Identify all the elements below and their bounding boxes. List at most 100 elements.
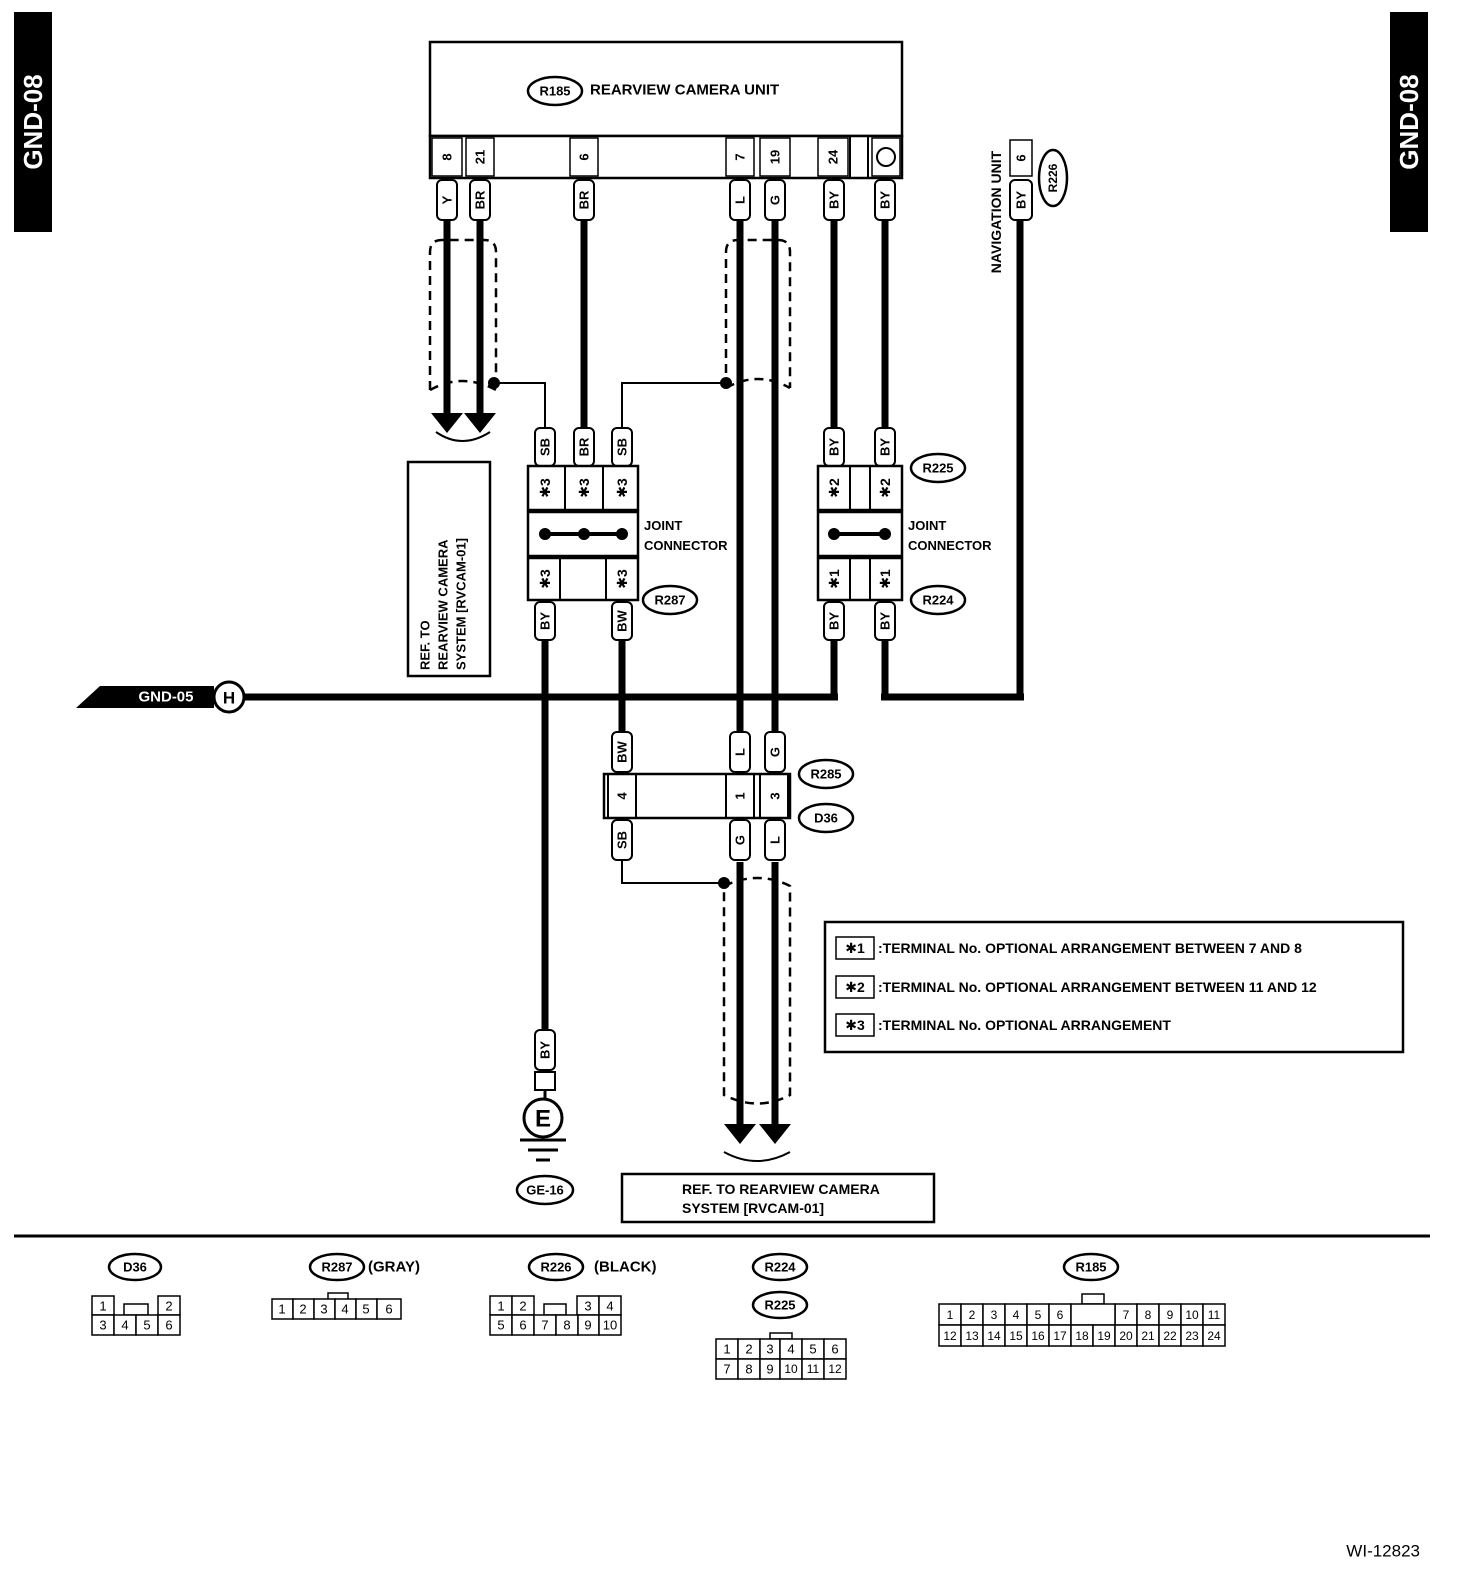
svg-text:L: L [733,196,748,204]
svg-text:✱2: ✱2 [845,979,865,995]
r185-cell-label: 9 [1167,1308,1174,1322]
svg-text:4: 4 [341,1302,348,1317]
svg-text:GND-05: GND-05 [138,689,193,706]
svg-text:3: 3 [768,792,783,799]
shield-top-left [428,238,498,442]
svg-text:SYSTEM [RVCAM-01]: SYSTEM [RVCAM-01] [682,1200,824,1216]
svg-text:8: 8 [563,1318,570,1333]
svg-text:BR: BR [577,437,592,456]
joint-connector-right: BY BY R225 ✱2 ✱2 ✱1 ✱1 JOINT CONNECTOR R… [816,427,992,641]
connector-view-r224-r225: R224 R225 1 2 3 4 5 6 7 8 9 10 11 12 [715,1252,847,1380]
notes-legend: ✱1 :TERMINAL No. OPTIONAL ARRANGEMENT BE… [823,920,1405,1054]
svg-text:✱1: ✱1 [877,569,893,589]
svg-text:BY: BY [878,612,893,630]
svg-text:7: 7 [541,1318,548,1333]
svg-text:(GRAY): (GRAY) [368,1259,420,1276]
svg-text:1: 1 [733,792,748,799]
svg-text:10: 10 [603,1318,617,1333]
svg-text:10: 10 [784,1362,798,1376]
svg-text:R287: R287 [654,593,685,608]
svg-text:R224: R224 [764,1260,796,1275]
svg-text:✱2: ✱2 [877,478,893,498]
r185-cell-label: 20 [1119,1329,1133,1343]
drain-lines [488,377,732,889]
svg-text:BW: BW [615,609,630,631]
r185-cell-label: 12 [943,1329,957,1343]
svg-text:✱3: ✱3 [537,569,553,589]
camera-unit-title: REARVIEW CAMERA UNIT [590,82,779,99]
svg-text:GND-08: GND-08 [18,74,48,169]
r185-cell-label: 19 [1097,1329,1111,1343]
r185-cell-label: 22 [1163,1329,1177,1343]
svg-text:D36: D36 [814,811,838,826]
svg-text:2: 2 [165,1299,172,1314]
svg-text:REARVIEW CAMERA: REARVIEW CAMERA [436,539,451,670]
svg-text:✱3: ✱3 [576,478,592,498]
svg-text:R225: R225 [922,461,953,476]
r185-cell-label: 4 [1013,1308,1020,1322]
svg-text:2: 2 [745,1342,752,1357]
svg-text:5: 5 [497,1318,504,1333]
svg-text:R226: R226 [540,1260,571,1275]
svg-text:✱3: ✱3 [614,478,630,498]
svg-text:6: 6 [831,1342,838,1357]
svg-text:SB: SB [538,438,553,456]
wires [244,220,1024,1125]
r185-cell-label: 17 [1053,1329,1067,1343]
svg-text:Y: Y [440,195,455,204]
svg-text:4: 4 [606,1299,613,1314]
r185-cell-label: 1 [947,1308,954,1322]
svg-text:R226: R226 [1046,163,1060,192]
svg-text:BW: BW [615,740,630,762]
shield-top-right [724,238,792,390]
svg-text:9: 9 [766,1362,773,1377]
r185-cell-label: 24 [1207,1329,1221,1343]
svg-text:24: 24 [826,149,841,164]
svg-text:BY: BY [538,612,553,630]
gnd-05-reference: GND-05 H [76,680,246,714]
svg-text:✱1: ✱1 [826,569,842,589]
r185-cell-label: 14 [987,1329,1001,1343]
svg-text:(BLACK): (BLACK) [594,1259,656,1276]
svg-text:3: 3 [766,1342,773,1357]
svg-text:21: 21 [473,150,488,164]
svg-text:R287: R287 [321,1260,352,1275]
svg-text:8: 8 [745,1362,752,1377]
svg-text:✱3: ✱3 [537,478,553,498]
connector-view-r287: R287 (GRAY) 1 2 3 4 5 6 [271,1252,420,1320]
svg-text:D36: D36 [123,1260,147,1275]
svg-text:CONNECTOR: CONNECTOR [908,538,992,553]
svg-text:JOINT: JOINT [908,518,946,533]
svg-text:BR: BR [473,190,488,209]
svg-text:1: 1 [278,1302,285,1317]
svg-text:1: 1 [99,1299,106,1314]
svg-text:7: 7 [733,153,748,160]
svg-text:4: 4 [121,1318,128,1333]
svg-text:GND-08: GND-08 [1394,74,1424,169]
camera-pin-numbers: 8 21 6 7 19 24 [440,149,841,164]
svg-text:2: 2 [519,1299,526,1314]
svg-text:✱1: ✱1 [845,940,865,956]
wire-color-tags: Y BR BR L G BY BY [436,179,896,221]
svg-text:✱3: ✱3 [614,569,630,589]
svg-text:6: 6 [1014,154,1029,161]
r185-cell-label: 16 [1031,1329,1045,1343]
svg-text:5: 5 [809,1342,816,1357]
svg-text:R224: R224 [922,593,954,608]
r185-cell-label: 8 [1145,1308,1152,1322]
svg-text:11: 11 [807,1362,820,1376]
svg-text:SB: SB [615,831,630,849]
r185-cell-label: 7 [1123,1308,1130,1322]
svg-text:4: 4 [787,1342,794,1357]
svg-text:H: H [223,689,235,708]
svg-text:REF. TO REARVIEW CAMERA: REF. TO REARVIEW CAMERA [682,1181,880,1197]
ref-box-left: REF. TO REARVIEW CAMERA SYSTEM [RVCAM-01… [406,460,492,678]
svg-text:SB: SB [615,438,630,456]
svg-text:3: 3 [320,1302,327,1317]
r185-cell-label: 3 [991,1308,998,1322]
svg-text:3: 3 [584,1299,591,1314]
svg-text:6: 6 [519,1318,526,1333]
